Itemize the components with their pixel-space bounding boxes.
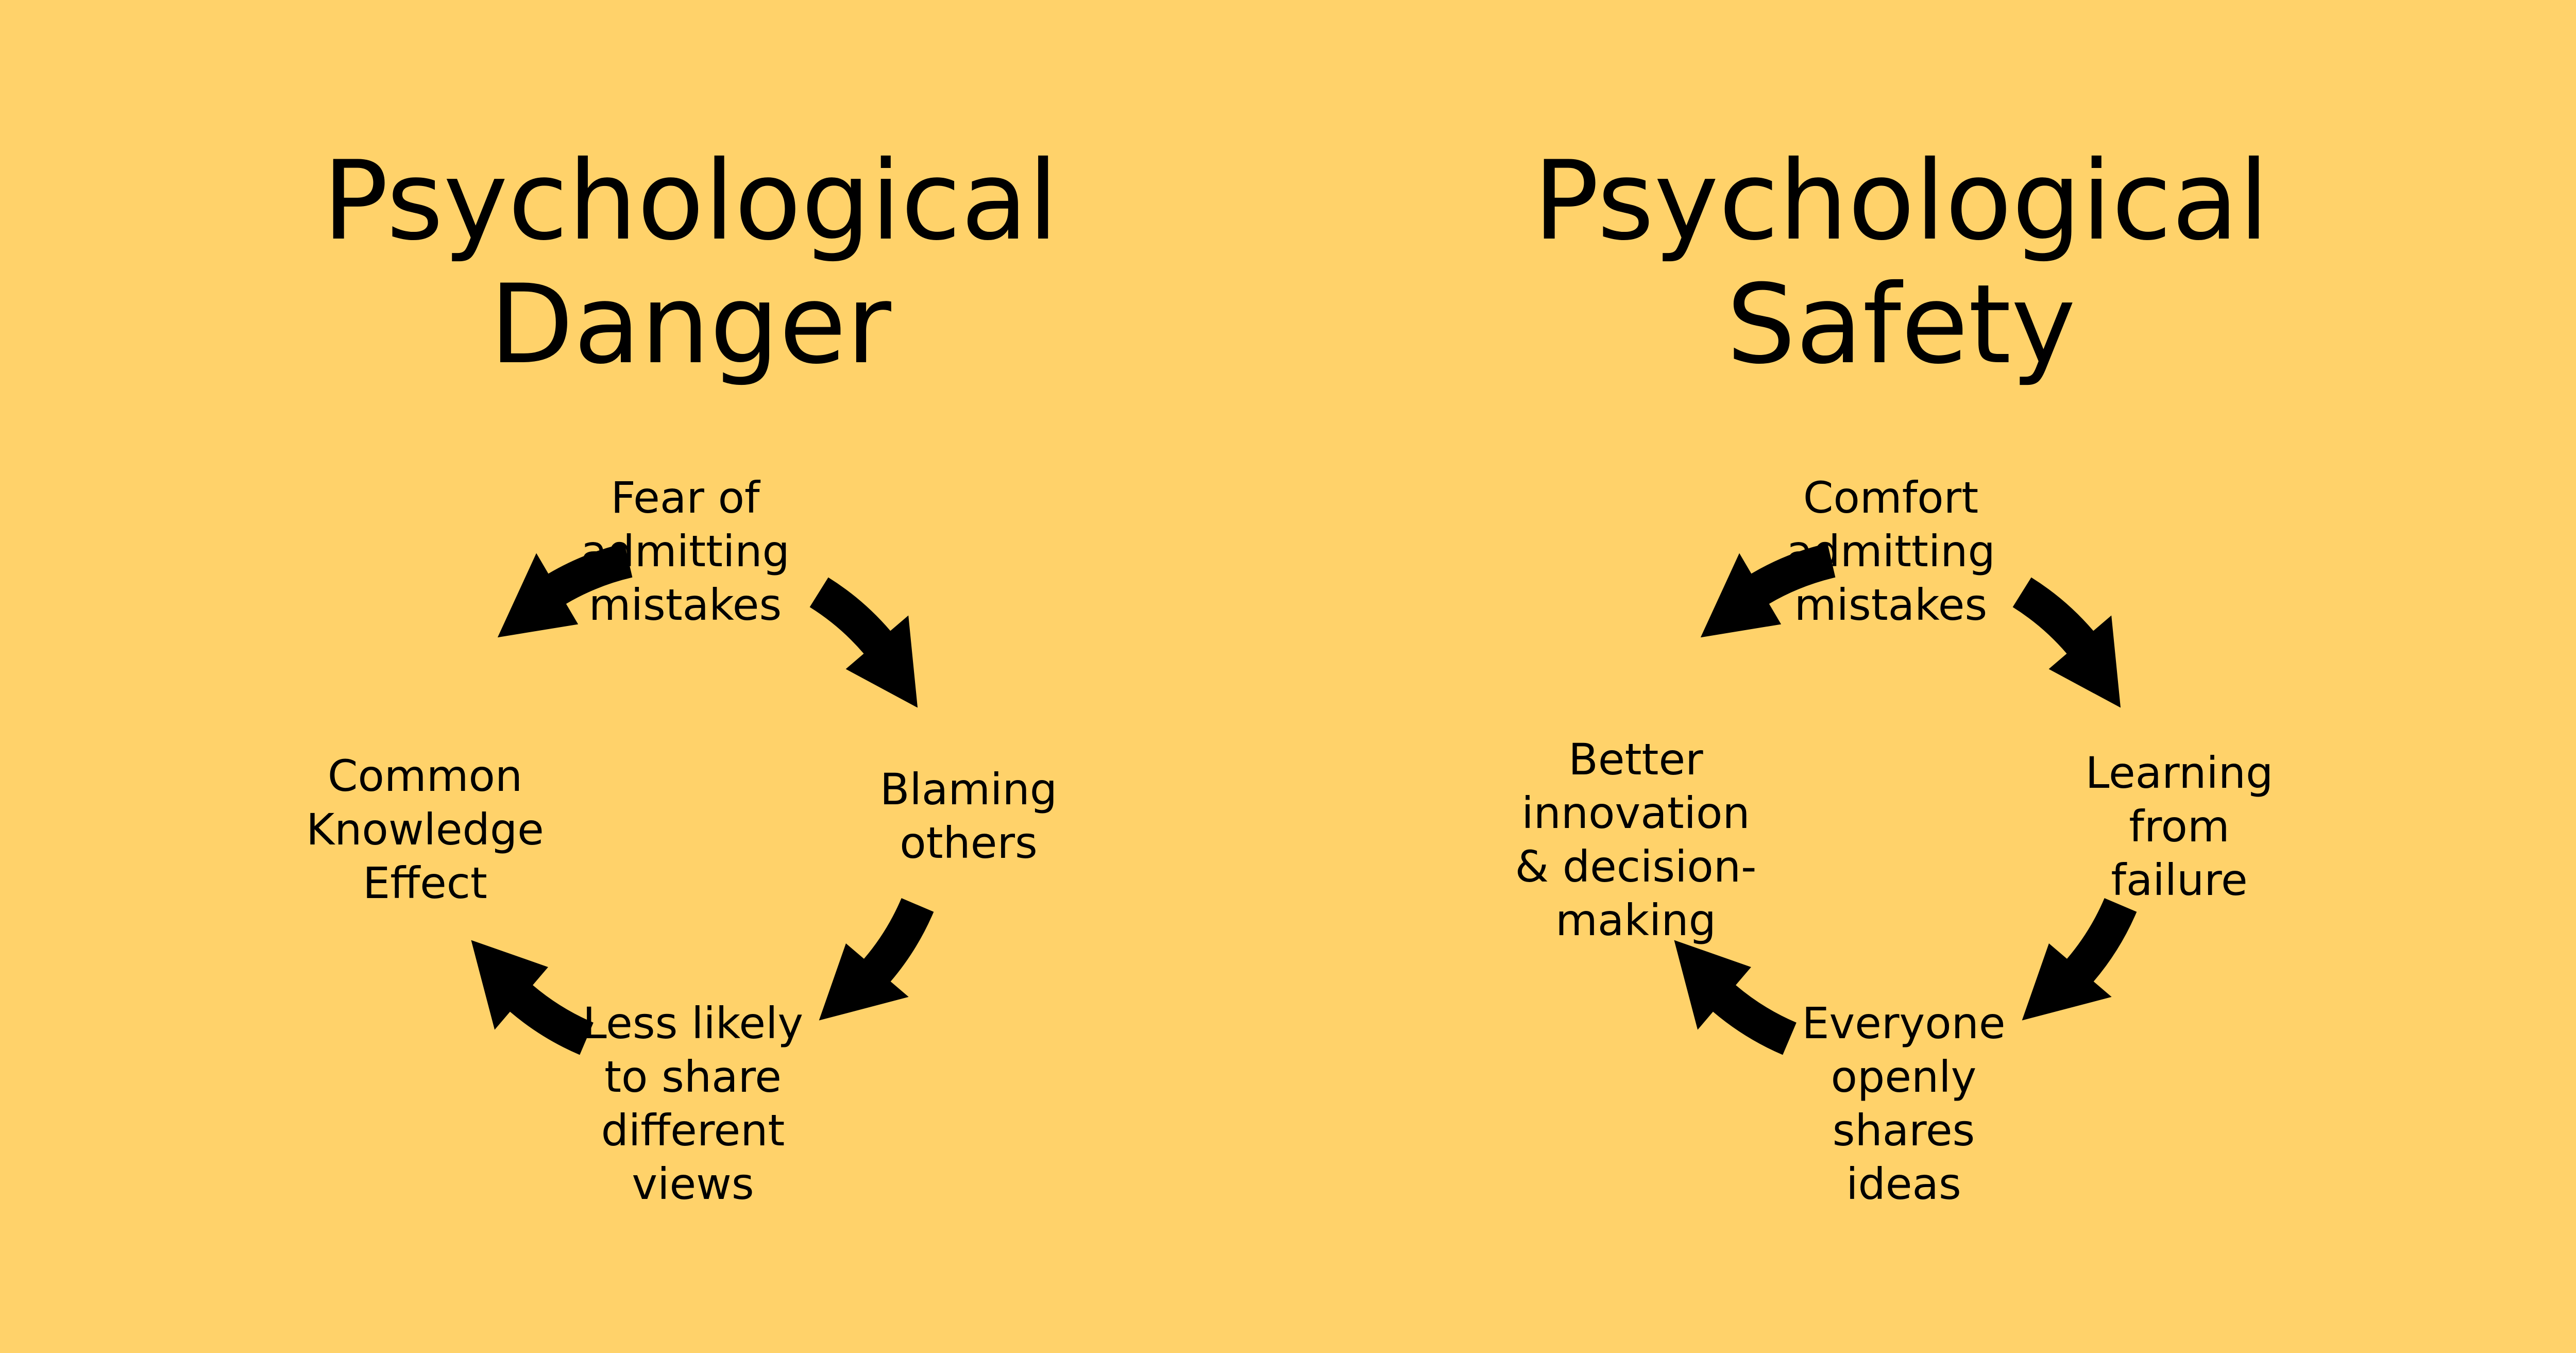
danger-node-top: Fear of admitting mistakes xyxy=(541,471,829,632)
node-line: Knowledge xyxy=(306,804,544,855)
danger-title-line1: Psychological xyxy=(322,137,1059,264)
safety-title-line1: Psychological xyxy=(1533,137,2269,264)
node-line: different xyxy=(601,1105,785,1156)
arrow-shape xyxy=(1700,543,1836,638)
danger-node-bottom: Less likely to share different views xyxy=(549,996,837,1211)
node-line: Learning xyxy=(2085,748,2274,798)
node-line: admitting xyxy=(581,526,790,577)
safety-title-line2: Safety xyxy=(1726,261,2076,388)
curved-arrow-icon xyxy=(1674,940,1797,1055)
curved-arrow-icon xyxy=(809,577,918,708)
node-line: Everyone xyxy=(1802,998,2006,1048)
node-line: mistakes xyxy=(588,580,782,630)
node-line: openly xyxy=(1831,1052,1977,1102)
safety-node-top: Comfort admitting mistakes xyxy=(1747,471,2035,632)
safety-node-right: Learning from failure xyxy=(2035,746,2324,907)
arrow-shape xyxy=(809,577,918,708)
node-line: mistakes xyxy=(1794,580,1988,630)
node-line: Better xyxy=(1568,734,1703,785)
curved-arrow-icon xyxy=(1700,543,1836,638)
arrow-shape xyxy=(819,898,934,1021)
node-line: making xyxy=(1555,895,1716,945)
node-line: ideas xyxy=(1846,1159,1961,1209)
danger-cycle-panel: Psychological Danger Fear of admitting m… xyxy=(281,139,1113,1211)
danger-node-right: Blaming others xyxy=(824,763,1113,870)
arrow-shape xyxy=(1674,940,1797,1055)
node-line: & decision- xyxy=(1515,841,1757,892)
node-line: Less likely xyxy=(582,998,804,1048)
curved-arrow-icon xyxy=(819,898,934,1021)
safety-cycle-panel: Psychological Safety Comfort admitting m… xyxy=(1288,0,2576,1353)
node-line: others xyxy=(900,818,1038,868)
node-line: from xyxy=(2129,801,2230,852)
curved-arrow-icon xyxy=(2012,577,2121,708)
danger-node-left: Common Knowledge Effect xyxy=(281,749,569,910)
node-line: to share xyxy=(604,1052,782,1102)
danger-title-line2: Danger xyxy=(489,261,891,388)
curved-arrow-icon xyxy=(471,940,594,1055)
curved-arrow-icon xyxy=(497,543,633,638)
node-line: Common xyxy=(327,751,523,801)
curved-arrow-icon xyxy=(2022,898,2137,1021)
node-line: Blaming xyxy=(879,764,1058,815)
arrow-shape xyxy=(2022,898,2137,1021)
arrow-shape xyxy=(497,543,633,638)
safety-cycle-arrows xyxy=(1674,543,2137,1055)
safety-node-left: Better innovation & decision- making xyxy=(1492,733,1780,947)
safety-title: Psychological Safety xyxy=(1283,139,2519,386)
node-line: Comfort xyxy=(1803,472,1979,523)
node-line: admitting xyxy=(1786,526,1995,577)
node-line: failure xyxy=(2111,855,2248,905)
node-line: views xyxy=(632,1159,754,1209)
safety-node-bottom: Everyone openly shares ideas xyxy=(1759,996,2048,1211)
node-line: Effect xyxy=(363,858,487,908)
node-line: shares xyxy=(1832,1105,1975,1156)
danger-cycle-arrows xyxy=(471,543,934,1055)
arrow-shape xyxy=(2012,577,2121,708)
arrow-shape xyxy=(471,940,594,1055)
danger-title: Psychological Danger xyxy=(72,139,1309,386)
node-line: Fear of xyxy=(611,472,760,523)
node-line: innovation xyxy=(1521,788,1750,838)
